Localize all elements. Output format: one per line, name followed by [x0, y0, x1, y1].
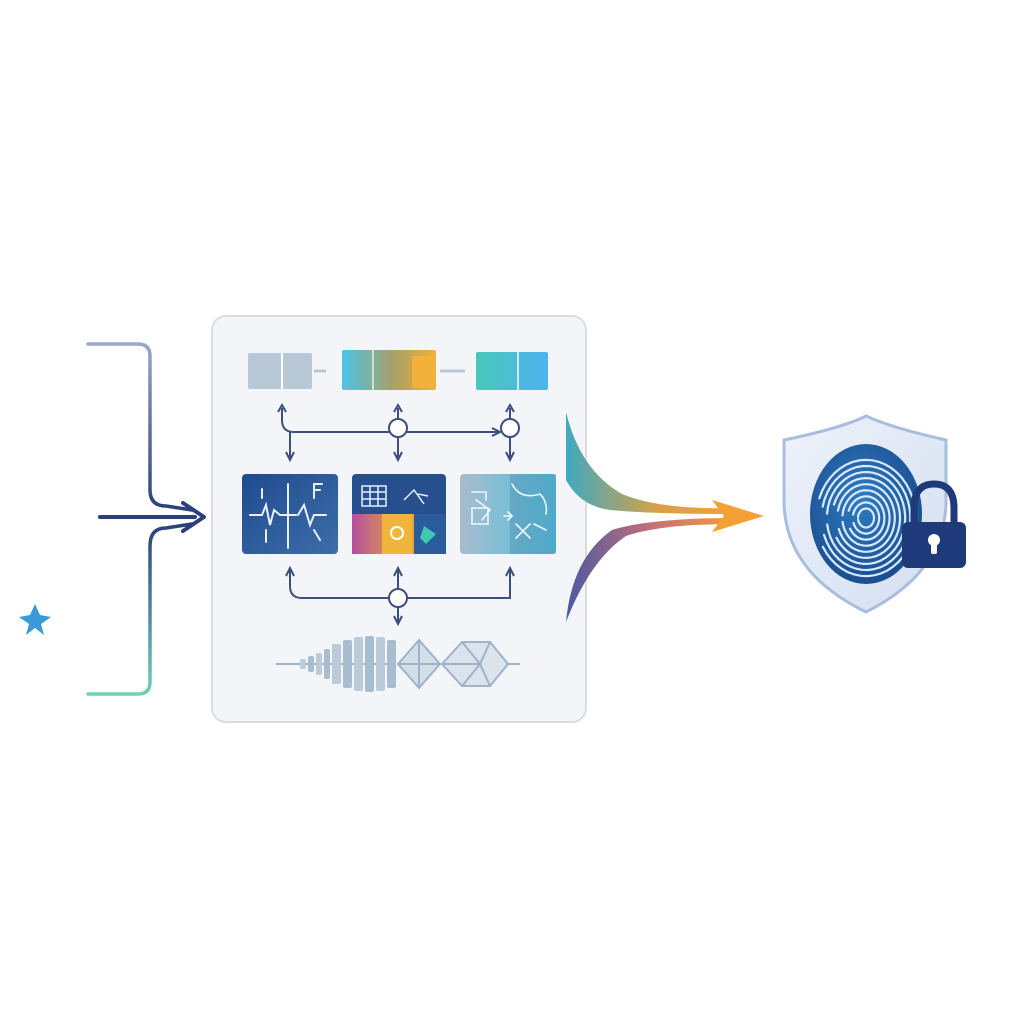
embedding-bar — [308, 656, 314, 672]
waveform-output — [975, 485, 1024, 547]
embedding-bar — [387, 640, 396, 688]
feature-map-tile — [352, 474, 446, 554]
embedding-bar — [343, 640, 352, 688]
block-chip-1 — [248, 353, 326, 389]
fingerprint-ridge — [847, 495, 886, 541]
embedding-bars — [276, 636, 396, 692]
fingerprint-ridge — [832, 476, 902, 560]
fingerprint-ridge — [825, 470, 907, 566]
waveform-input-1 — [1, 302, 100, 386]
embedding-bar — [376, 637, 385, 691]
fingerprint-ridge — [852, 501, 881, 535]
embedding-bar — [300, 659, 306, 669]
embedding-bar — [316, 653, 322, 675]
lower-connector-tree — [285, 565, 515, 627]
block-chip-3 — [476, 352, 548, 390]
padlock-icon — [902, 480, 966, 568]
spark-icon — [19, 604, 51, 635]
embedding-bar — [324, 649, 330, 679]
fingerprint-ridge — [856, 507, 876, 529]
analysis-tile — [460, 474, 556, 554]
fingerprint-ridge — [836, 483, 896, 553]
spectrogram-tile — [242, 474, 338, 554]
vector-diamonds — [396, 638, 520, 690]
fingerprint-ridge — [821, 464, 912, 572]
block-chip-row — [248, 350, 548, 390]
embedding-bar — [332, 644, 341, 684]
fingerprint-ridge — [841, 489, 891, 547]
upper-connector-tree — [277, 402, 520, 463]
embedding-bar — [354, 637, 363, 691]
block-chip-2 — [342, 350, 465, 390]
embedding-bar — [365, 636, 374, 692]
input-merge-bracket — [86, 342, 206, 696]
waveform-input-3 — [1, 653, 100, 735]
output-flow-arrow — [566, 412, 764, 622]
